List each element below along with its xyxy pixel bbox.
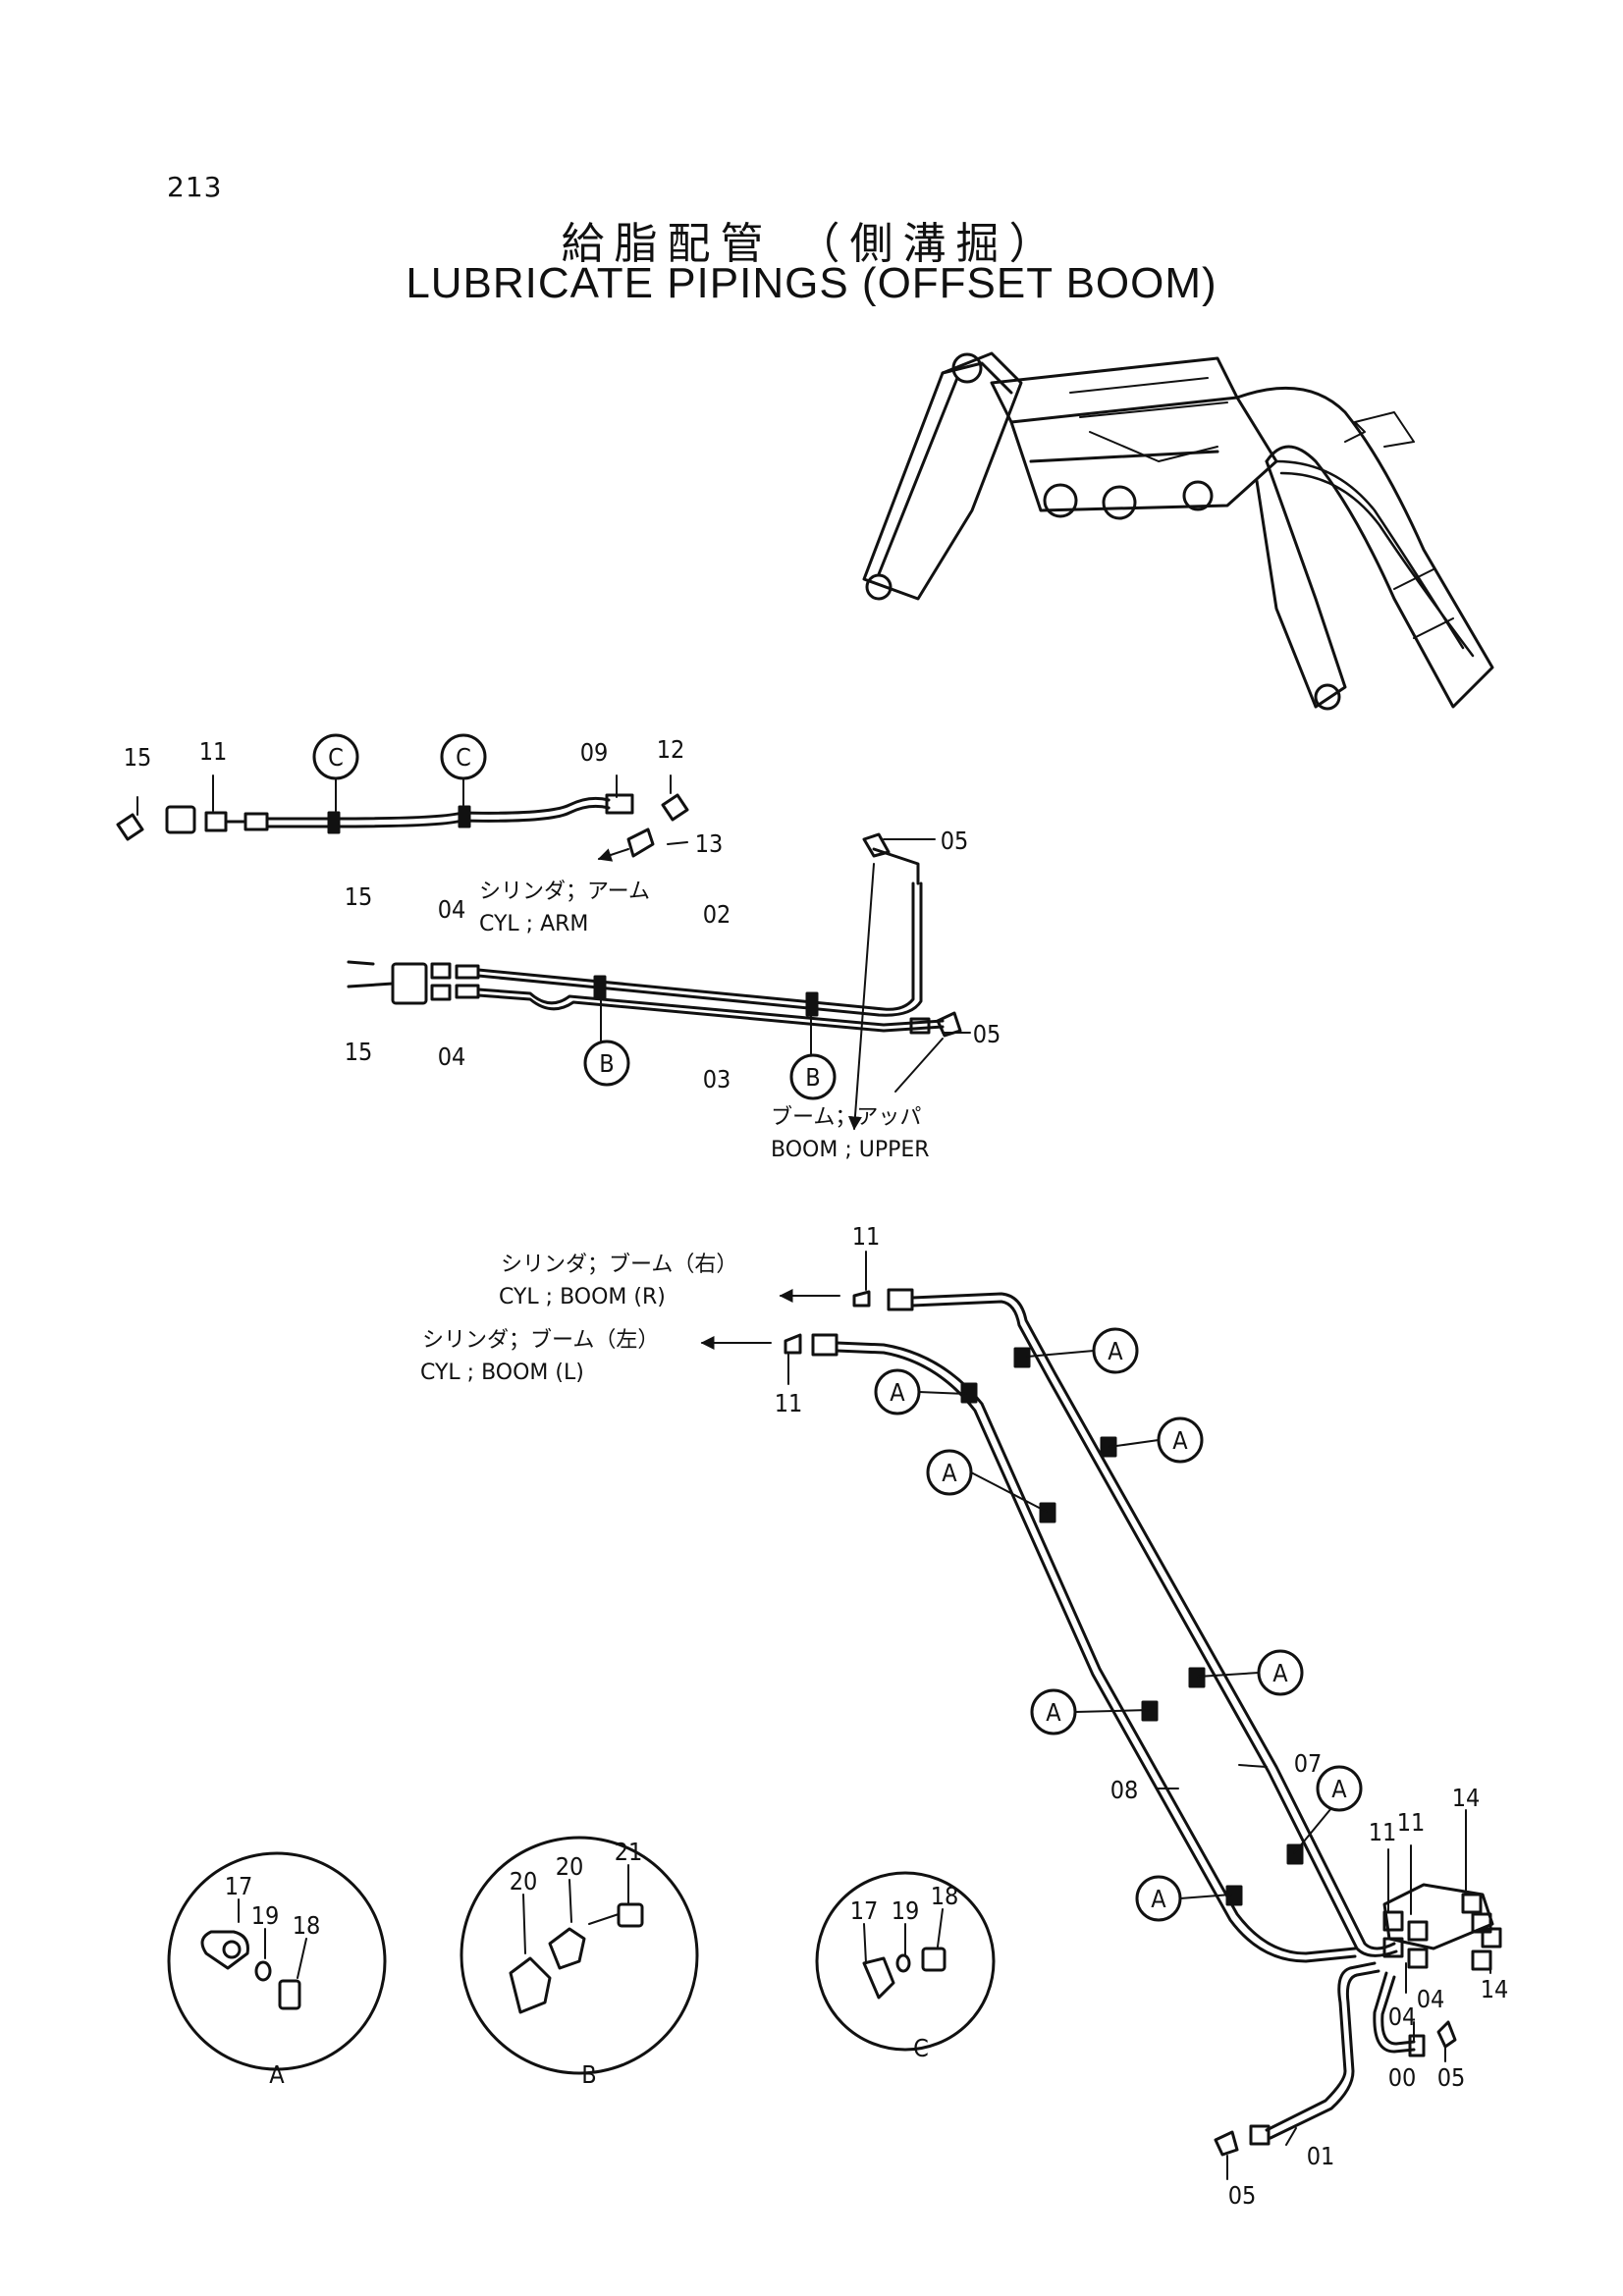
detail-b-part-21: 21 xyxy=(615,1838,643,1866)
callout-c-1: C xyxy=(328,743,344,772)
callout-b-1: B xyxy=(599,1049,614,1078)
part-15-mid-lower: 15 xyxy=(345,1038,373,1066)
callout-a-1: A xyxy=(1108,1337,1123,1365)
detail-b-part-20-right: 20 xyxy=(556,1852,584,1881)
label-cyl-arm-en: CYL ; ARM xyxy=(479,912,588,936)
part-05-mid-lower: 05 xyxy=(973,1020,1001,1048)
detail-c-label: C xyxy=(913,2034,929,2062)
label-cyl-boom-l-en: CYL ; BOOM (L) xyxy=(420,1361,584,1385)
callout-a-3: A xyxy=(1172,1426,1188,1455)
detail-c-part-19: 19 xyxy=(892,1896,920,1925)
part-15-mid-upper: 15 xyxy=(345,882,373,911)
label-boom-upper-en: BOOM ; UPPER xyxy=(771,1138,930,1162)
part-12: 12 xyxy=(657,735,685,764)
part-07: 07 xyxy=(1294,1749,1323,1778)
part-03: 03 xyxy=(703,1065,731,1094)
callout-a-2: A xyxy=(890,1378,905,1407)
callout-a-5: A xyxy=(1272,1659,1288,1687)
title-japanese: 給脂配管 （側溝掘） xyxy=(561,219,1062,269)
detail-a-part-18: 18 xyxy=(293,1911,321,1940)
part-11-boom-r: 11 xyxy=(852,1222,881,1251)
title-english: LUBRICATE PIPINGS (OFFSET BOOM) xyxy=(406,259,1217,307)
label-cyl-arm-jp: シリンダ；アーム xyxy=(479,880,650,904)
boom-cylinder-piping-assembly xyxy=(700,1251,1502,2180)
callout-c-2: C xyxy=(456,743,471,772)
label-cyl-boom-r-en: CYL ; BOOM (R) xyxy=(499,1285,666,1309)
callout-a-8: A xyxy=(1151,1885,1166,1913)
part-01: 01 xyxy=(1307,2142,1335,2170)
part-11-block-left: 11 xyxy=(1369,1818,1397,1846)
part-04-block-left: 04 xyxy=(1388,2002,1417,2031)
detail-c xyxy=(815,1871,996,2052)
part-14-lower: 14 xyxy=(1481,1975,1509,2003)
label-boom-upper-jp: ブーム；アッパ xyxy=(771,1105,921,1130)
part-09: 09 xyxy=(580,738,609,767)
detail-a-part-17: 17 xyxy=(225,1872,253,1900)
callout-a-4: A xyxy=(942,1459,957,1487)
detail-a xyxy=(167,1851,387,2071)
detail-a-part-19: 19 xyxy=(251,1901,280,1930)
page-number: 213 xyxy=(167,171,223,203)
detail-c-part-17: 17 xyxy=(850,1896,879,1925)
label-cyl-boom-r-jp: シリンダ；ブーム（右） xyxy=(501,1253,737,1277)
callout-b-2: B xyxy=(805,1063,820,1092)
part-11-top: 11 xyxy=(199,737,228,766)
label-cyl-boom-l-jp: シリンダ；ブーム（左） xyxy=(422,1328,659,1353)
callout-a-7: A xyxy=(1331,1775,1347,1803)
part-08: 08 xyxy=(1110,1776,1139,1804)
part-04-mid-upper: 04 xyxy=(438,895,466,924)
excavator-boom-illustration xyxy=(862,351,1494,711)
part-04-block-right: 04 xyxy=(1417,1985,1445,2013)
detail-b-part-20-left: 20 xyxy=(510,1867,538,1896)
boom-upper-piping-assembly xyxy=(347,832,971,1131)
detail-a-label: A xyxy=(269,2060,285,2089)
part-11-block-right: 11 xyxy=(1397,1808,1426,1837)
part-00: 00 xyxy=(1388,2063,1417,2092)
detail-b xyxy=(460,1836,699,2075)
part-05-block: 05 xyxy=(1437,2063,1466,2092)
part-04-mid-lower: 04 xyxy=(438,1042,466,1071)
part-13: 13 xyxy=(695,829,724,858)
part-05-mid-upper: 05 xyxy=(941,827,969,855)
part-02: 02 xyxy=(703,900,731,929)
detail-c-part-18: 18 xyxy=(931,1882,959,1910)
part-05-end: 05 xyxy=(1228,2181,1257,2210)
part-11-boom-l: 11 xyxy=(775,1389,803,1417)
detail-b-label: B xyxy=(581,2060,596,2089)
arm-piping-assembly xyxy=(116,733,689,862)
callout-a-6: A xyxy=(1046,1698,1061,1727)
part-15-top: 15 xyxy=(124,743,152,772)
part-14-upper: 14 xyxy=(1452,1784,1481,1812)
